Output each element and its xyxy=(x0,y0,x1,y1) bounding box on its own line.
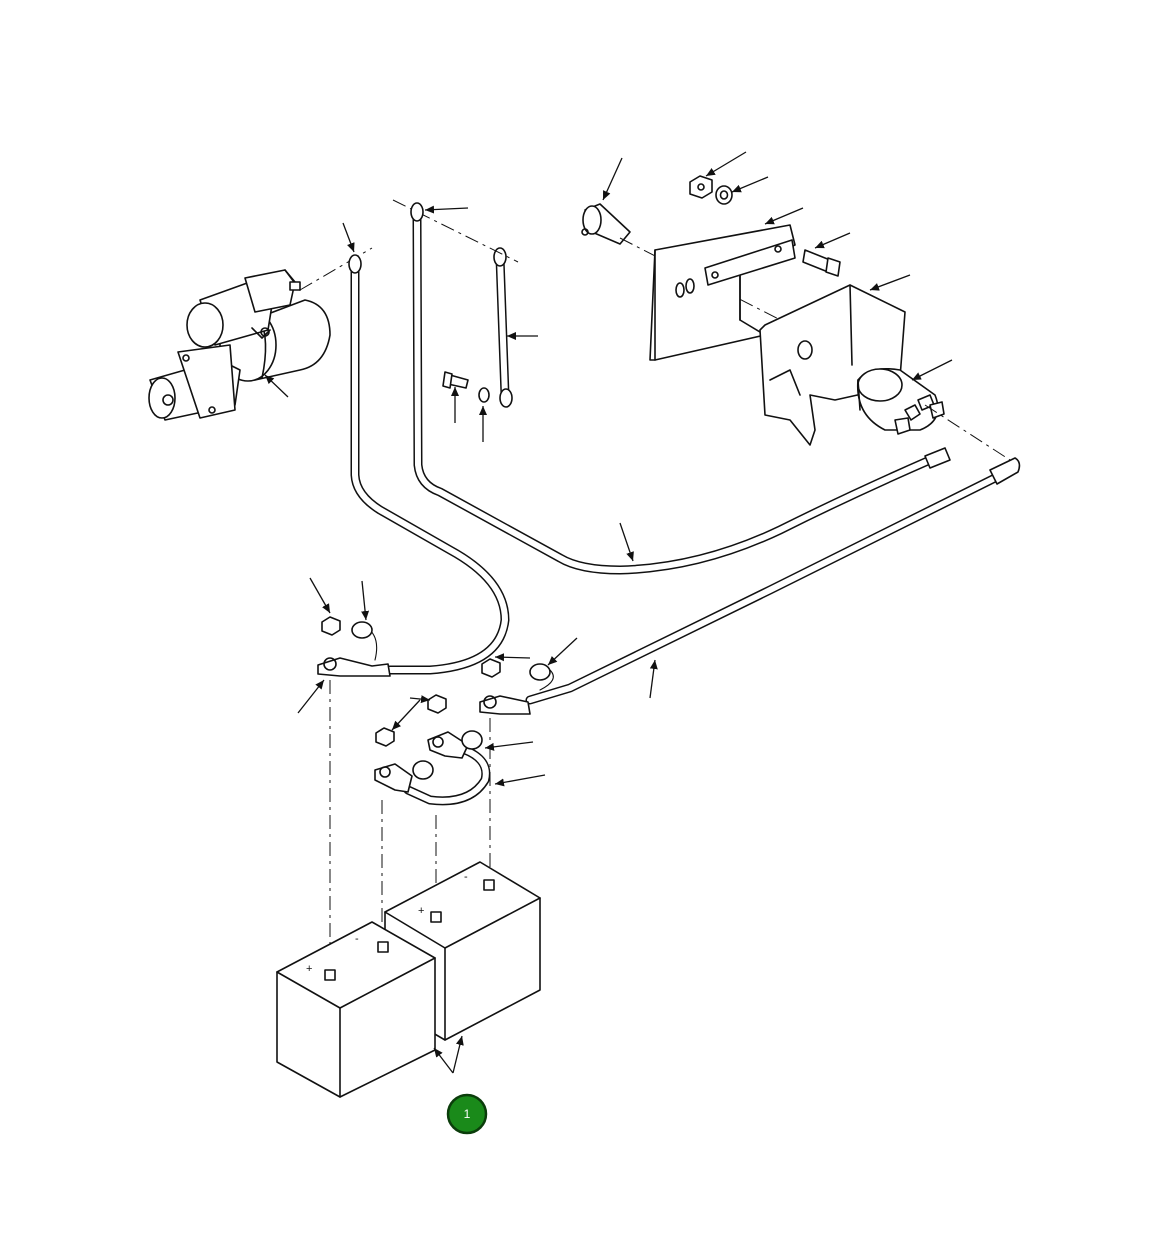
terminal-nut-mid-b xyxy=(375,727,395,747)
starter-cable xyxy=(348,254,510,675)
battery-left-pos-label: + xyxy=(306,963,312,975)
solenoid-cable xyxy=(410,202,951,575)
battery-left-neg-label: - xyxy=(355,933,359,945)
battery-left: + - xyxy=(276,921,436,1098)
battery-jumper-cable xyxy=(374,730,491,806)
strap-bolt xyxy=(442,371,469,389)
starter-solenoid xyxy=(856,367,945,435)
bracket-lock-washer xyxy=(715,185,733,205)
battery-solenoid-cable xyxy=(525,457,1021,705)
bracket-cap-screw xyxy=(802,249,841,277)
battery-right-pos-label: + xyxy=(418,905,424,917)
left-cable-terminal xyxy=(317,621,391,677)
strap-washer xyxy=(478,387,490,403)
mounting-bracket xyxy=(649,224,906,446)
callout-label: 1 xyxy=(464,1107,471,1121)
terminal-nut-mid-a xyxy=(427,694,447,714)
ignition-key-switch xyxy=(581,203,631,245)
battery-right-neg-label: - xyxy=(464,871,468,883)
bracket-hex-nut xyxy=(689,175,713,199)
starter-motor xyxy=(148,269,331,421)
callout-badge[interactable]: 1 xyxy=(446,1093,488,1135)
terminal-nut-left xyxy=(321,616,341,636)
right-cable-terminal xyxy=(479,663,554,715)
leader-lines xyxy=(264,151,953,1074)
terminal-nut-right xyxy=(481,658,501,678)
ground-strap xyxy=(493,247,513,408)
